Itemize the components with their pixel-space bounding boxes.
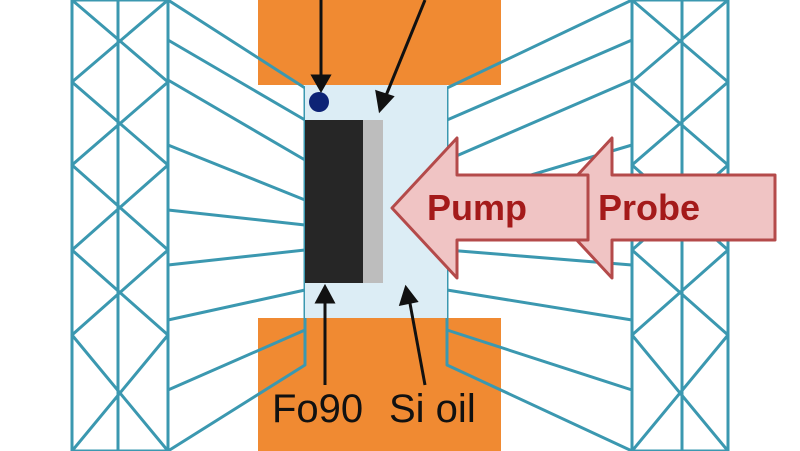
- fo90-label: Fo90: [272, 387, 363, 431]
- sample-coating: [363, 120, 383, 283]
- ruby-sphere: [309, 92, 329, 112]
- coating-pointer-arrow: [383, 0, 427, 99]
- oil-pointer-arrow: [407, 297, 427, 386]
- gasket: [258, 0, 501, 451]
- probe-arrow: [545, 136, 777, 280]
- annotation-arrows: [310, 0, 427, 386]
- gasket-top: [258, 0, 501, 85]
- fo90-sample: [305, 120, 363, 283]
- pump-label: Pump: [427, 187, 527, 228]
- left-diamond-anvil: [70, 0, 307, 451]
- pump-arrow: [390, 136, 590, 280]
- probe-label: Probe: [598, 187, 700, 228]
- si-oil-label: Si oil: [389, 387, 476, 431]
- gasket-bottom: [258, 318, 501, 451]
